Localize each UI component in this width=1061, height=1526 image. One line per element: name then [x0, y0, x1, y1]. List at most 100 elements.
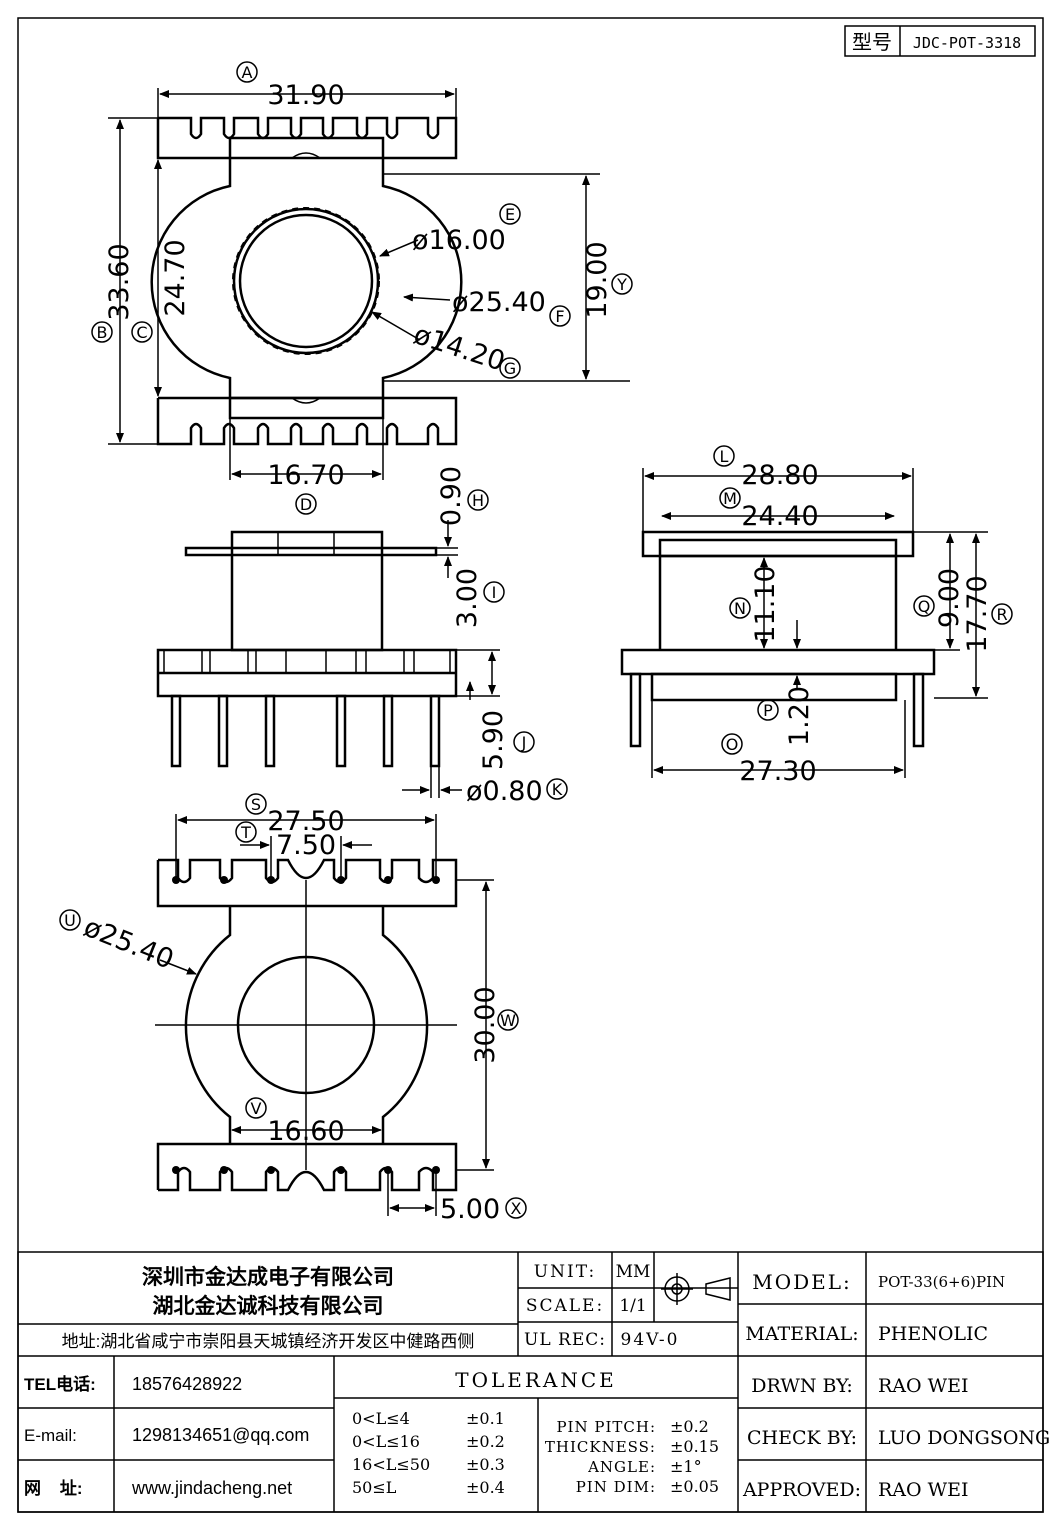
dim-16-60: 16.60 — [267, 1116, 344, 1147]
tel-label: TEL电话: — [24, 1374, 96, 1394]
svg-text:Y: Y — [616, 275, 627, 294]
svg-text:Q: Q — [918, 597, 931, 616]
label-h: H — [467, 489, 489, 511]
tol-range: 0<L≤4 — [352, 1409, 410, 1428]
svg-text:K: K — [552, 780, 563, 799]
label-d: D — [295, 493, 317, 515]
svg-text:X: X — [511, 1199, 522, 1218]
label-n: N — [729, 597, 751, 619]
web-value: www.jindacheng.net — [131, 1478, 292, 1498]
circled-labels: A B C D E F G H I J K L M N O P Q R S T … — [59, 61, 1013, 1219]
dim-27-30: 27.30 — [739, 756, 816, 787]
drawn-by-value: RAO WEI — [878, 1375, 969, 1397]
bottom-view: 27.50 7.50 ø25.40 30.00 16.60 5.00 — [79, 806, 501, 1225]
dim-3-00: 3.00 — [452, 568, 483, 628]
tol-value: ±0.2 — [466, 1432, 505, 1451]
model-value: POT-33(6+6)PIN — [878, 1273, 1005, 1291]
unit-value: MM — [616, 1262, 651, 1282]
svg-text:R: R — [996, 605, 1007, 624]
svg-text:F: F — [555, 307, 564, 326]
company-name-2: 湖北金达诚科技有限公司 — [153, 1294, 384, 1318]
tol-value: ±0.1 — [466, 1409, 505, 1428]
check-by-value: LUO DONGSONG — [878, 1427, 1050, 1449]
dim-28-80: 28.80 — [741, 460, 818, 491]
svg-text:T: T — [240, 823, 251, 842]
model-code-box: 型号 JDC-POT-3318 — [844, 25, 1036, 57]
drawn-by-label: DRWN BY: — [751, 1375, 853, 1397]
label-b: B — [91, 321, 113, 343]
model-label: MODEL: — [752, 1270, 852, 1294]
tol-range: 50≤L — [352, 1478, 397, 1497]
dim-1-20: 1.20 — [784, 686, 815, 746]
dim-9-00: 9.00 — [934, 568, 965, 628]
svg-text:C: C — [136, 323, 147, 342]
label-p: P — [757, 699, 779, 721]
dim-27-50: 27.50 — [267, 806, 344, 837]
dim-17-70: 17.70 — [962, 575, 993, 652]
svg-text:I: I — [492, 583, 497, 602]
dim-0-90: 0.90 — [436, 466, 467, 526]
dim-5-90: 5.90 — [478, 710, 509, 770]
approved-label: APPROVED: — [742, 1479, 861, 1501]
dim-25-40-bottom: ø25.40 — [79, 912, 178, 976]
label-m: M — [719, 487, 741, 509]
front-view: 0.90 3.00 5.90 ø0.80 — [156, 466, 543, 807]
svg-text:P: P — [763, 701, 773, 720]
scale-value: 1/1 — [619, 1296, 646, 1316]
label-j: J — [513, 731, 535, 753]
svg-text:H: H — [472, 491, 484, 510]
label-y: Y — [611, 273, 633, 295]
svg-text:U: U — [64, 911, 76, 930]
material-label: MATERIAL: — [745, 1323, 858, 1345]
tol-extra-value: ±0.05 — [670, 1477, 719, 1496]
label-i: I — [483, 581, 505, 603]
svg-text:M: M — [723, 489, 737, 508]
side-view: 28.80 24.40 11.10 9.00 17.70 1.20 27.30 — [620, 460, 993, 787]
dim-24-40: 24.40 — [741, 501, 818, 532]
svg-text:W: W — [500, 1011, 516, 1030]
tol-extra-name: PIN PITCH: — [556, 1418, 656, 1436]
material-value: PHENOLIC — [878, 1323, 988, 1345]
tol-extra-name: PIN DIM: — [576, 1478, 656, 1496]
model-code-label: 型号 — [852, 31, 892, 54]
tol-extra-name: ANGLE: — [587, 1458, 656, 1476]
dim-31-90: 31.90 — [267, 80, 344, 111]
label-x: X — [505, 1197, 527, 1219]
svg-text:A: A — [242, 63, 253, 82]
dim-16-00: ø16.00 — [412, 225, 506, 256]
tol-value: ±0.4 — [466, 1478, 505, 1497]
email-value: 1298134651@qq.com — [132, 1425, 309, 1445]
dim-30-00: 30.00 — [470, 986, 501, 1063]
label-q: Q — [913, 595, 935, 617]
dim-14-20: ø14.20 — [410, 319, 509, 377]
label-f: F — [549, 305, 571, 327]
company-name-1: 深圳市金达成电子有限公司 — [142, 1265, 394, 1289]
tol-range: 0<L≤16 — [352, 1432, 420, 1451]
tel-value: 18576428922 — [132, 1374, 242, 1394]
label-v: V — [245, 1097, 267, 1119]
dim-11-10: 11.10 — [750, 565, 781, 642]
label-o: O — [721, 733, 743, 755]
svg-text:D: D — [300, 495, 312, 514]
dim-16-70: 16.70 — [267, 460, 344, 491]
check-by-label: CHECK BY: — [747, 1427, 857, 1449]
tol-value: ±0.3 — [466, 1455, 505, 1474]
email-label: E-mail: — [24, 1426, 77, 1445]
tol-range: 16<L≤50 — [352, 1455, 430, 1474]
tol-extra-value: ±1° — [670, 1457, 702, 1476]
svg-text:G: G — [504, 359, 516, 378]
dim-0-80: ø0.80 — [466, 776, 543, 807]
approved-value: RAO WEI — [878, 1479, 969, 1501]
svg-text:J: J — [521, 733, 527, 752]
tolerance-extra: PIN PITCH: ±0.2 THICKNESS: ±0.15 ANGLE: … — [545, 1417, 719, 1496]
tol-extra-value: ±0.2 — [670, 1417, 709, 1436]
svg-text:B: B — [97, 323, 108, 342]
tolerance-title: TOLERANCE — [455, 1368, 617, 1392]
dim-7-50: 7.50 — [276, 830, 336, 861]
scale-label: SCALE: — [526, 1296, 604, 1316]
svg-text:O: O — [726, 735, 739, 754]
ul-rec-value: 94V-0 — [621, 1330, 680, 1350]
title-block: 深圳市金达成电子有限公司 湖北金达诚科技有限公司 地址:湖北省咸宁市崇阳县天城镇… — [17, 1251, 1050, 1513]
label-r: R — [991, 603, 1013, 625]
